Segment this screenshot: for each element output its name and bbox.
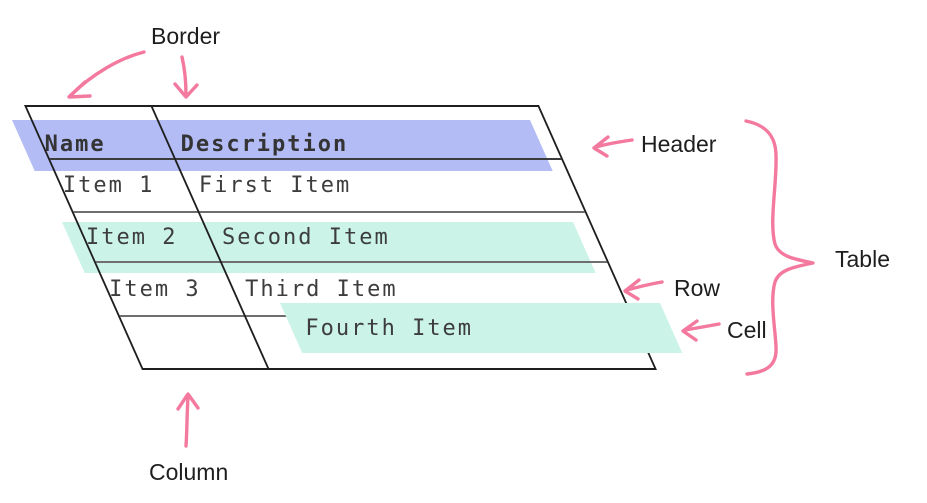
cell-description: Second Item <box>203 225 601 250</box>
cell-text: Item 3 <box>108 276 201 302</box>
header-label: Header <box>641 131 717 157</box>
cell-name: Item 2 <box>79 225 214 250</box>
cell-name: Item 1 <box>56 173 191 198</box>
header-arrow-head <box>592 135 610 158</box>
border-arrow-down <box>180 55 188 97</box>
cell-text: Fourth Item <box>305 315 473 341</box>
column-arrow-head <box>176 392 200 411</box>
cell-text: Item 1 <box>62 173 155 198</box>
border-arrow-diagonal <box>68 50 146 98</box>
table-row: Item 1 First Item <box>50 160 586 213</box>
cell-arrow-head <box>681 319 699 342</box>
table-header-row: Name Description <box>26 107 562 160</box>
column-arrow <box>184 395 190 448</box>
column-label: Column <box>149 459 229 485</box>
row-arrow <box>625 280 664 292</box>
border-arrow-diagonal-head <box>67 80 92 99</box>
cell-text: First Item <box>198 173 352 198</box>
table-label: Table <box>835 246 890 272</box>
border-label: Border <box>151 23 221 49</box>
cell-description: Third Item <box>226 277 624 302</box>
cell-arrow <box>683 322 721 332</box>
row-label: Row <box>674 275 721 301</box>
cell-highlight: Fourth Item <box>280 303 683 353</box>
border-arrow-down-head <box>173 82 199 99</box>
table-row: Item 2 Second Item <box>74 213 608 263</box>
cell-name <box>126 330 261 355</box>
header-cell-description: Description <box>157 120 555 157</box>
cell-label: Cell <box>727 317 767 343</box>
header-cell-name-text: Name <box>44 132 106 157</box>
row-arrow-head <box>623 278 641 301</box>
cell-text: Item 2 <box>85 224 178 250</box>
cell-text: Second Item <box>221 224 390 250</box>
cell-description: First Item <box>180 173 578 198</box>
cell-text: Third Item <box>244 276 398 302</box>
header-arrow <box>594 138 634 149</box>
header-cell-name: Name <box>33 120 168 157</box>
cell-name: Item 3 <box>102 277 237 302</box>
header-cell-description-text: Description <box>180 132 349 157</box>
